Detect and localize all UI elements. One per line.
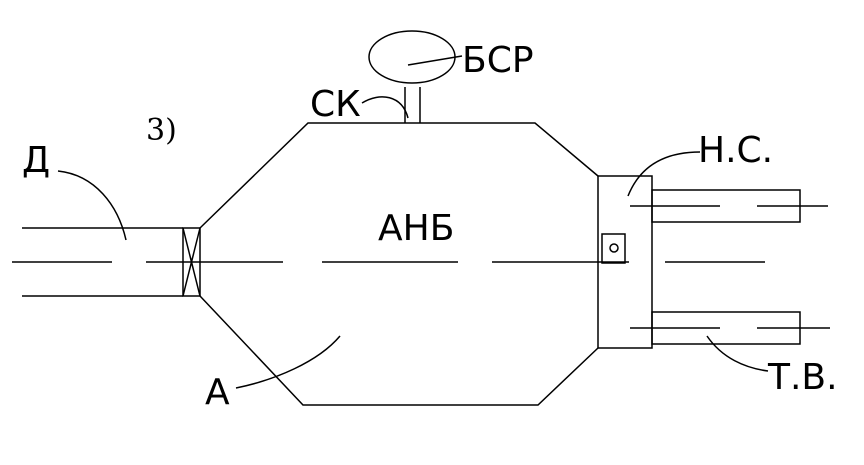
label-ns: Н.С. (698, 130, 773, 171)
leader-line-sk (361, 96, 409, 119)
leader-line-a (235, 335, 341, 389)
label-anb: АНБ (378, 208, 454, 249)
leader-line-d (57, 170, 127, 241)
separator-tank (368, 30, 456, 84)
label-tv: Т.В. (767, 357, 838, 398)
figure-label: 3) (146, 113, 177, 148)
center-lines (12, 205, 830, 329)
leader-line-bsr (407, 55, 463, 66)
label-a: А (205, 372, 230, 413)
vessel-lower-outline (199, 295, 599, 406)
top-column (404, 87, 421, 123)
collector-port (601, 233, 626, 264)
leader-line-ns (627, 151, 701, 197)
collector-port-hole (609, 243, 619, 253)
label-bsr: БСР (462, 40, 534, 81)
vessel-upper-outline (199, 122, 599, 229)
leader-line-tv (706, 335, 769, 372)
label-sk: СК (310, 84, 361, 125)
label-d: Д (22, 140, 50, 181)
inlet-pipe (22, 227, 183, 297)
